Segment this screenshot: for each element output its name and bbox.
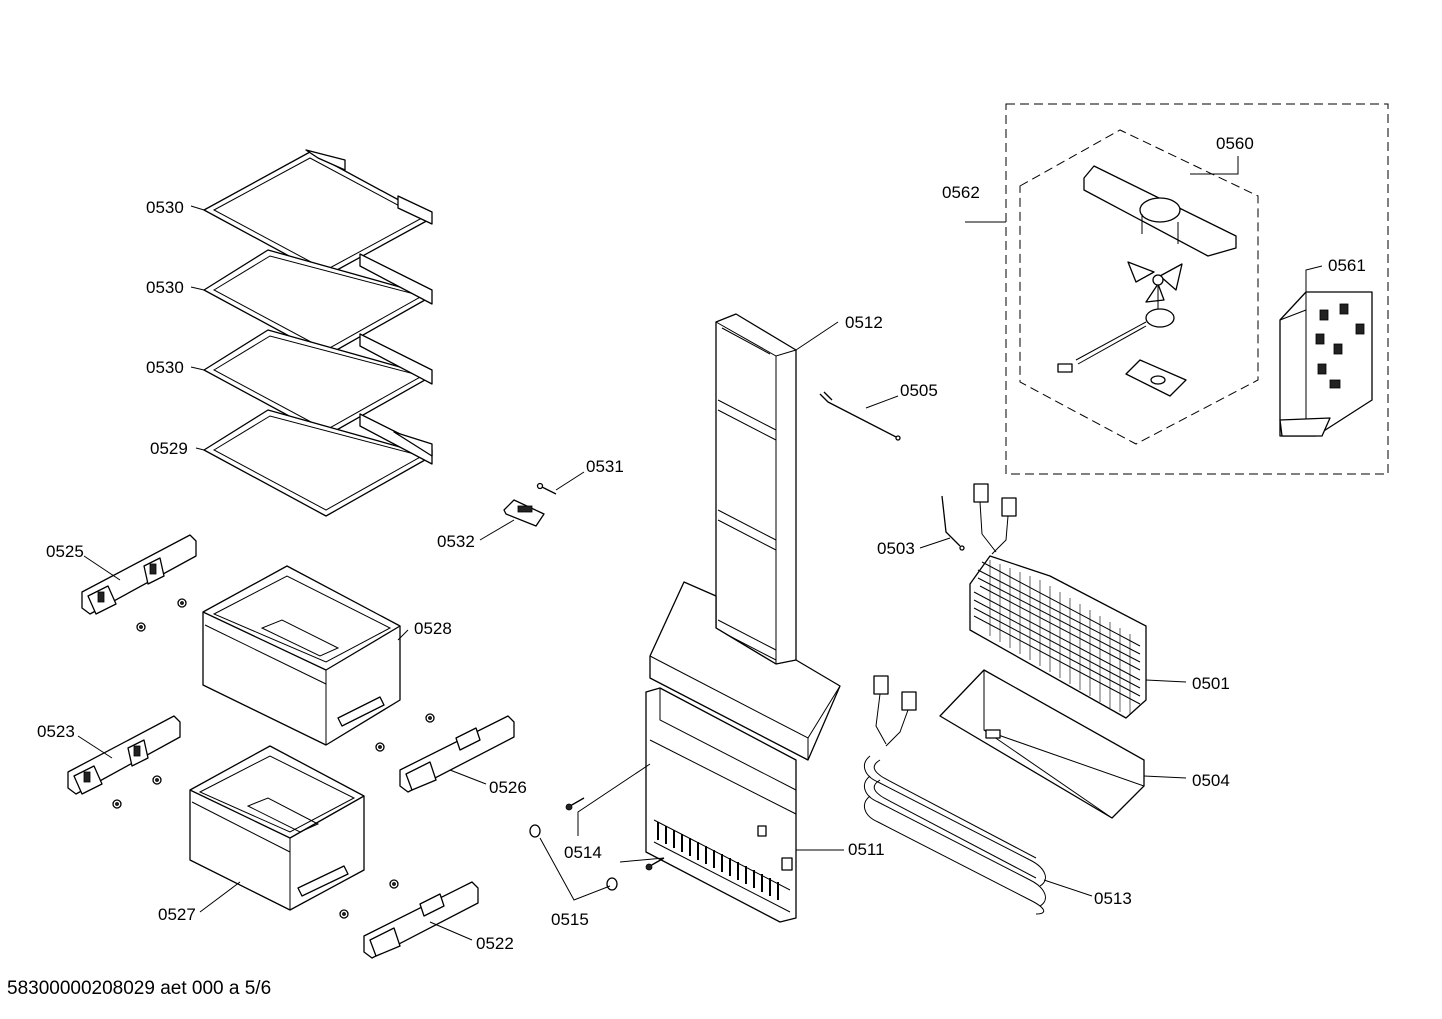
shelf-0530-second [203,249,433,357]
label-0530-c: 0530 [146,358,184,377]
drip-tray-0504 [939,669,1145,819]
label-0562: 0562 [942,183,980,202]
label-0530-b: 0530 [146,278,184,297]
evaporator-0501 [969,483,1147,719]
leader-lines [77,156,1323,941]
screw-icon [565,797,665,871]
motor-bracket [1125,359,1187,397]
screw-icon [112,775,162,809]
label-0560: 0560 [1216,134,1254,153]
label-0512: 0512 [845,313,883,332]
rail-0523 [67,715,181,795]
label-0526: 0526 [489,778,527,797]
label-0514: 0514 [564,843,602,862]
rail-0526 [399,715,515,793]
screw-icon [136,598,187,632]
assembly-box-0562 [1005,103,1389,475]
defrost-heater-0513 [863,675,1046,915]
fan-blade-icon [1127,261,1183,310]
sensor-0505 [819,391,901,441]
label-0522: 0522 [476,934,514,953]
fan-cover-0560 [1083,165,1237,257]
fan-motor [1057,308,1175,373]
label-0561: 0561 [1328,256,1366,275]
air-duct-0512 [715,313,797,671]
fan-kit-outline-0560 [1019,129,1259,445]
sensor-0503 [941,495,965,551]
label-0531: 0531 [586,457,624,476]
label-0511: 0511 [848,840,885,859]
label-0515: 0515 [551,910,589,929]
label-0513: 0513 [1094,889,1132,908]
label-0527: 0527 [158,905,196,924]
shelf-0530-top [203,149,433,277]
shelf-0529 [203,409,433,517]
back-panel-0511 [645,687,797,923]
label-0532: 0532 [437,532,475,551]
drawer-0528 [202,565,401,746]
label-0501: 0501 [1192,674,1230,693]
label-0530-a: 0530 [146,198,184,217]
shelf-0530-third [203,329,433,437]
label-0504: 0504 [1192,771,1230,790]
part-labels: 0530 0530 0530 0529 0525 0528 0523 0526 … [37,134,1366,953]
clip-0532 [503,499,545,527]
label-0525: 0525 [46,542,84,561]
label-0503: 0503 [877,539,915,558]
screw-icon [375,713,435,752]
document-id-footer: 58300000208029 aet 000 a 5/6 [7,978,272,999]
cover-plate [649,581,841,761]
rail-0522 [363,881,479,959]
label-0528: 0528 [414,619,452,638]
drawer-0527 [189,745,365,911]
rail-0525 [81,534,197,615]
label-0523: 0523 [37,722,75,741]
screw-icon [339,879,399,919]
pin-0531 [536,482,557,495]
label-0529: 0529 [150,439,188,458]
control-module-0561 [1279,291,1373,437]
cap-icon [529,824,618,891]
label-0505: 0505 [900,381,938,400]
